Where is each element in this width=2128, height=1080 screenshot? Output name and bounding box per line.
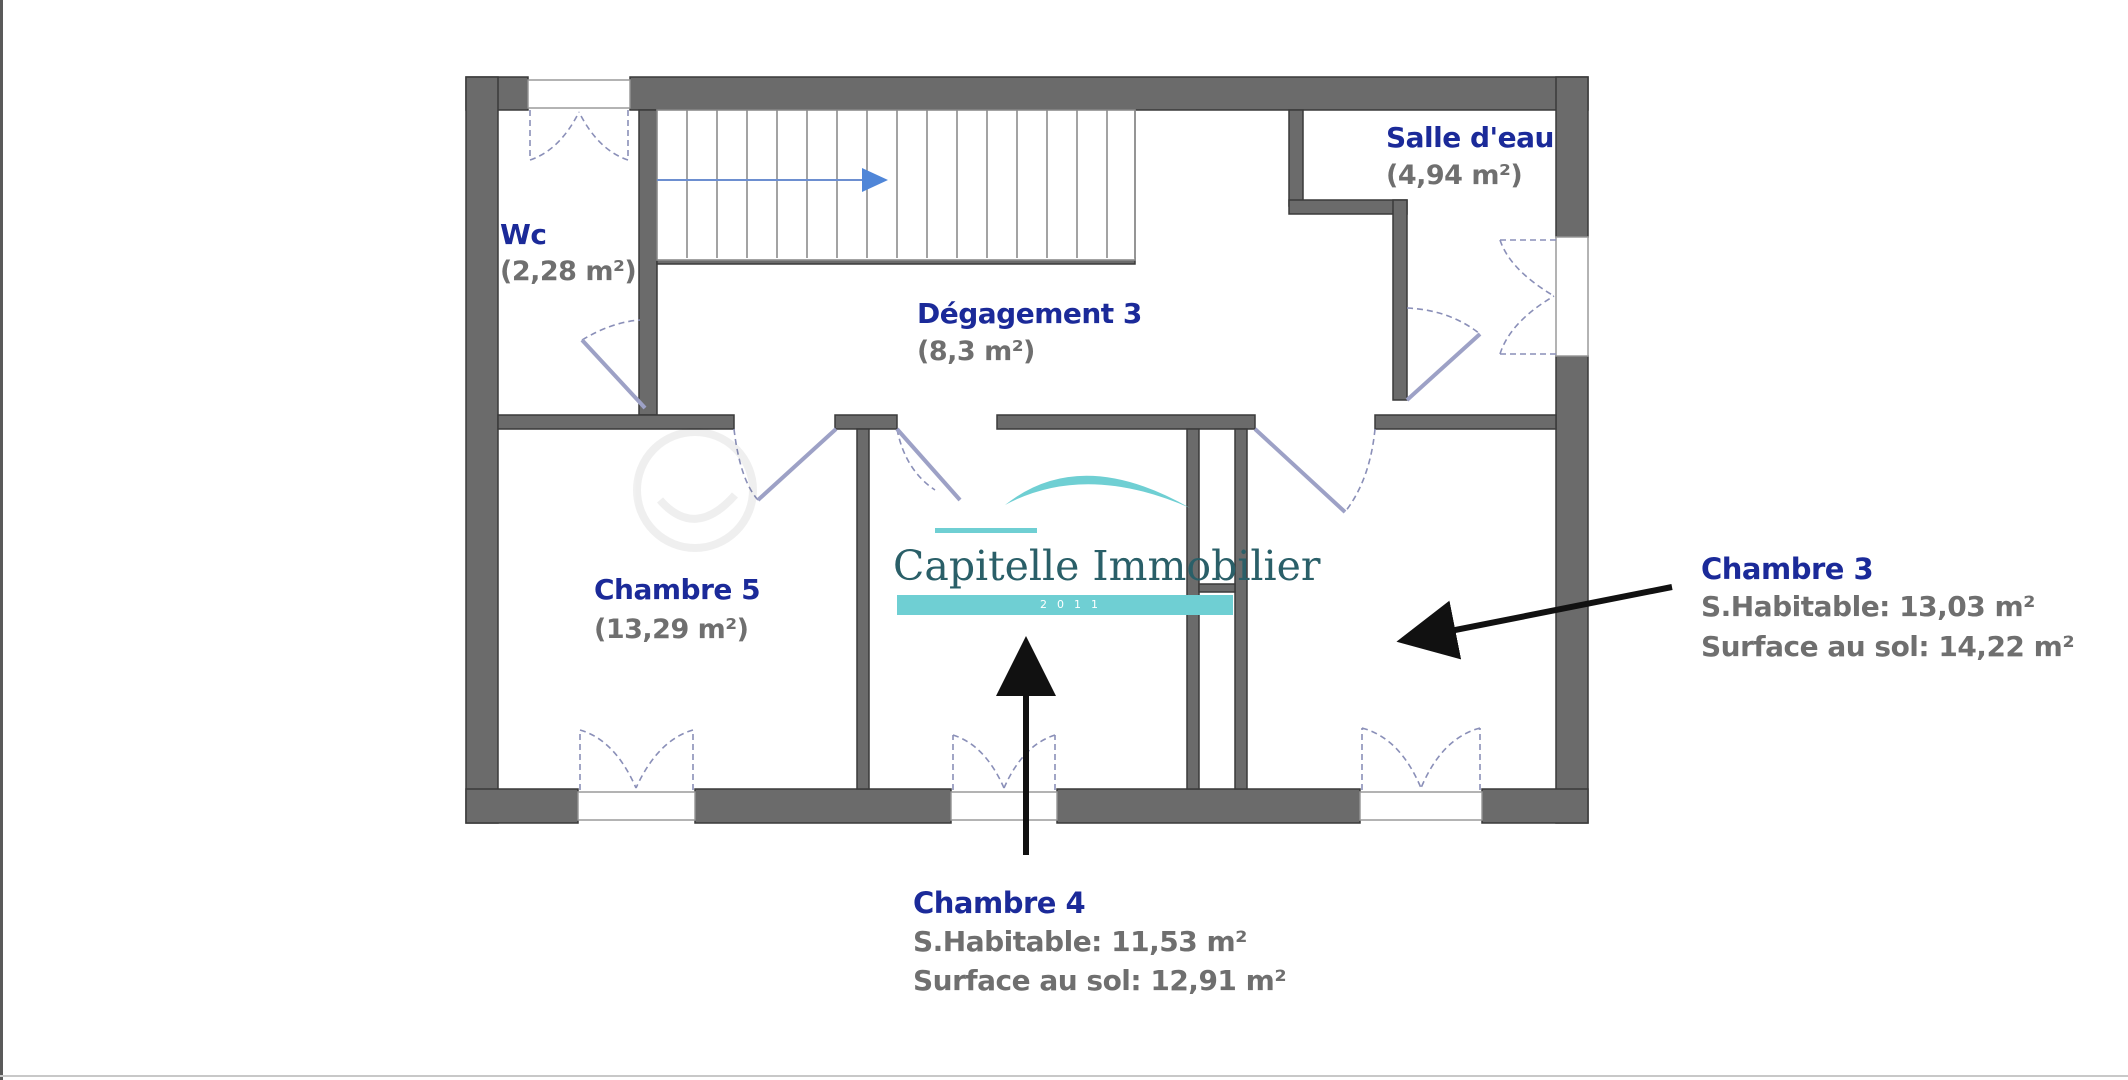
room-label-chambre5: Chambre 5 (594, 573, 761, 606)
sdb-wall-vertical (1288, 109, 1304, 207)
window-swing-ch3 (1361, 727, 1481, 790)
bottom-frame-line (0, 1075, 2128, 1077)
callout-chambre3-name: Chambre 3 (1701, 552, 1874, 586)
callout-chambre4-habitable: S.Habitable: 11,53 m² (913, 925, 1247, 958)
callout-chambre3-sol: Surface au sol: 14,22 m² (1701, 630, 2075, 663)
arrow-chambre3 (1396, 584, 1673, 660)
sdb-wall-lower (1392, 199, 1408, 401)
left-frame-line (0, 0, 3, 1080)
wall-bottom-2 (694, 788, 952, 824)
brand-underline-stroke (935, 528, 1037, 533)
windows (527, 79, 1589, 821)
room-area-salle-deau: (4,94 m²) (1386, 160, 1523, 191)
wc-right-wall (638, 109, 658, 416)
window-top-wc (527, 79, 631, 109)
window-swing-top (529, 110, 629, 161)
callout-chambre3-habitable: S.Habitable: 13,03 m² (1701, 590, 2035, 623)
callout-chambre4-sol: Surface au sol: 12,91 m² (913, 964, 1287, 997)
window-bottom-ch4 (950, 791, 1058, 821)
room-label-degagement: Dégagement 3 (917, 297, 1142, 330)
wall-bottom-1 (465, 788, 579, 824)
wall-right-lower (1555, 355, 1589, 824)
closet-divider (1198, 583, 1236, 593)
window-swing-right (1499, 239, 1556, 355)
corridor-wall-2 (834, 414, 898, 430)
partition-closet-right (1234, 428, 1248, 790)
stair-outline (656, 109, 1136, 261)
room-label-wc: Wc (500, 218, 547, 251)
room-area-wc: (2,28 m²) (500, 256, 637, 287)
window-swing-ch4 (952, 734, 1056, 790)
exterior-walls (465, 76, 1589, 824)
interior-walls (497, 109, 1557, 790)
wall-right-upper (1555, 76, 1589, 238)
window-swing-ch5 (579, 729, 694, 790)
callout-chambre4-name: Chambre 4 (913, 886, 1086, 920)
window-bottom-ch5 (577, 791, 696, 821)
room-area-chambre5: (13,29 m²) (594, 614, 749, 645)
wall-bottom-4 (1481, 788, 1589, 824)
brand-name-text: Capitelle Immobilier (893, 542, 1321, 590)
brand-year-text: 2011 (1040, 598, 1108, 611)
brand-swoosh-icon (1005, 475, 1190, 508)
window-bottom-ch3 (1359, 791, 1483, 821)
corridor-wall-4 (1374, 414, 1557, 430)
room-label-salle-deau: Salle d'eau (1386, 121, 1554, 154)
wall-bottom-3 (1056, 788, 1361, 824)
brand-accent-bar (897, 595, 1233, 615)
staircase (656, 109, 1136, 261)
window-right-sdb (1555, 236, 1589, 357)
stair-direction-arrow (862, 168, 888, 192)
partition-5-4 (856, 428, 870, 790)
door-wc (581, 319, 646, 409)
door-ch3 (1254, 428, 1376, 513)
corridor-wall-1 (497, 414, 735, 430)
door-sdb (1406, 307, 1481, 401)
watermark-circle-logo (633, 428, 757, 552)
wall-top-right (629, 76, 1589, 111)
door-swings (529, 110, 1556, 790)
corridor-wall-3 (996, 414, 1256, 430)
room-area-degagement: (8,3 m²) (917, 336, 1035, 367)
sdb-wall-horizontal (1288, 199, 1408, 215)
wall-left (465, 76, 499, 824)
